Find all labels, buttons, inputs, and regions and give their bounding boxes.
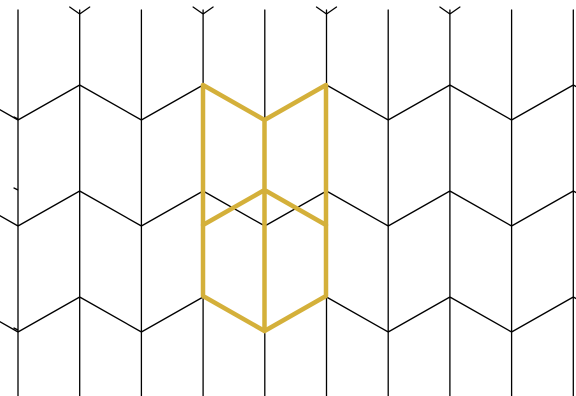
edge-tick-0: [13, 116, 19, 120]
highlighted-tiles-outline: [200, 82, 329, 334]
zigzag-row-1: [0, 190, 576, 227]
edge-tick-2: [13, 327, 19, 331]
top-chevron-tip-2: [315, 6, 338, 15]
highlighted-tiles-dividers: [200, 117, 329, 334]
highlighted-tile-pair: [200, 82, 329, 334]
zigzag-row-2: [0, 296, 576, 333]
zigzag-row-0: [0, 84, 576, 121]
edge-tick-1: [13, 187, 19, 191]
top-chevron-tip-0: [69, 6, 91, 15]
top-chevron-tip-1: [192, 6, 214, 15]
top-chevron-tip-3: [439, 6, 461, 15]
